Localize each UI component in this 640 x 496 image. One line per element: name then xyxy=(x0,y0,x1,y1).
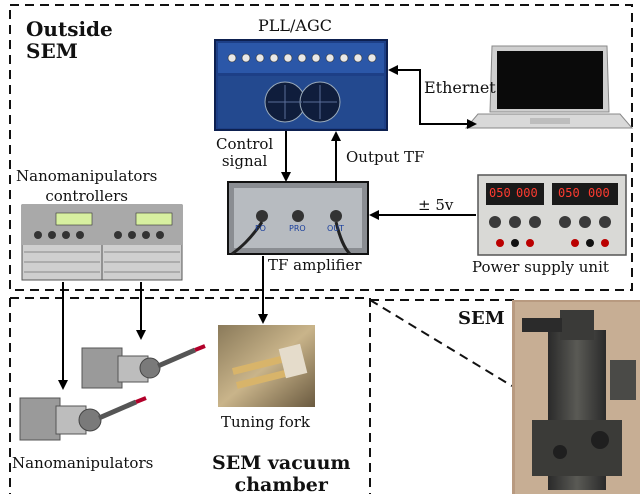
vacuum-chamber-boundary xyxy=(9,297,371,494)
vacuum-chamber-label: SEM vacuum chamber xyxy=(212,452,351,496)
tf-amplifier-label: TF amplifier xyxy=(268,256,362,274)
controllers-device xyxy=(21,204,183,281)
amp-port-fo: FO xyxy=(255,224,266,233)
tuning-fork-label: Tuning fork xyxy=(221,413,310,431)
control-signal-label: Control signal xyxy=(216,135,274,170)
nanomanipulator-upper xyxy=(81,344,206,389)
pll-agc-label: PLL/AGC xyxy=(258,16,332,35)
amp-port-pro: PRO xyxy=(289,224,306,233)
power-supply-label: Power supply unit xyxy=(472,258,609,276)
psu-readout-4: 000 xyxy=(588,186,610,200)
sem-photo xyxy=(512,300,640,494)
amp-port-out: OUT xyxy=(327,224,345,233)
nanomanipulator-lower xyxy=(19,396,147,441)
tf-amplifier-device xyxy=(227,181,369,256)
ethernet-label: Ethernet xyxy=(424,78,496,97)
arrow-ethernet-to-laptop xyxy=(419,118,477,129)
sem-label: SEM xyxy=(458,308,505,329)
psu-readout-2: 000 xyxy=(516,186,538,200)
nanomanipulators-label: Nanomanipulators xyxy=(12,454,154,472)
arrows xyxy=(58,65,477,390)
supply-voltage-label: ± 5v xyxy=(418,196,454,214)
tuning-fork-photo xyxy=(218,325,315,407)
psu-readout-3: 050 xyxy=(558,186,580,200)
controllers-label: Nanomanipulators controllers xyxy=(16,167,158,205)
output-tf-label: Output TF xyxy=(346,148,425,166)
outside-sem-boundary xyxy=(9,4,633,291)
laptop-image xyxy=(464,45,634,129)
sem-zoom-lines xyxy=(369,299,520,387)
outside-sem-label: Outside SEM xyxy=(26,17,113,63)
pll-agc-device xyxy=(214,39,388,131)
power-supply-device xyxy=(477,174,627,256)
psu-readout-1: 050 xyxy=(489,186,511,200)
